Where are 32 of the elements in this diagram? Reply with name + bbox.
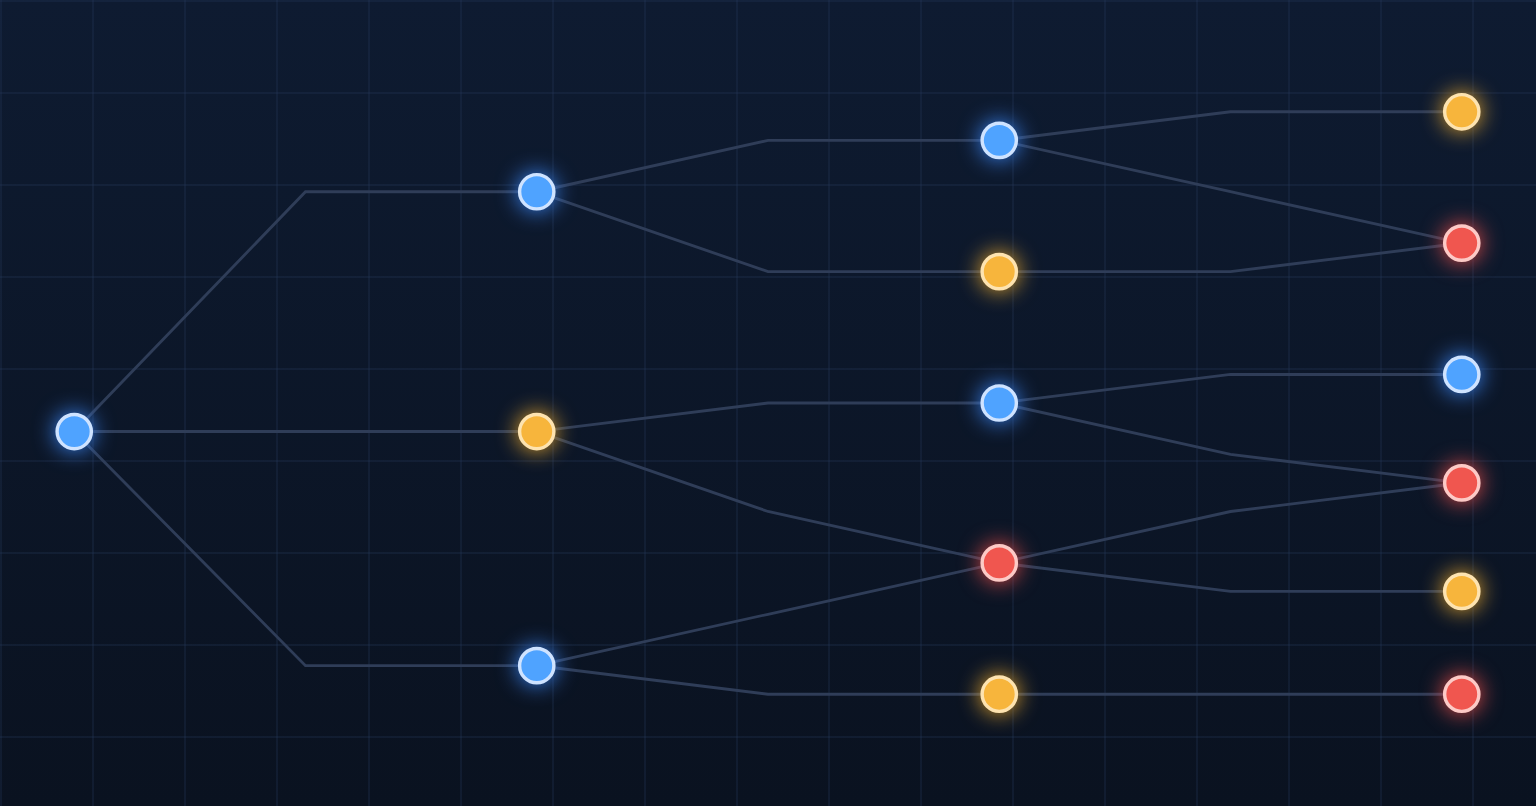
connector <box>85 190 520 421</box>
connector <box>1016 563 1445 593</box>
node-circle <box>980 121 1019 160</box>
node-circle <box>980 384 1019 422</box>
connector <box>91 430 520 433</box>
node-circle <box>1442 355 1481 394</box>
connector <box>1015 405 1445 483</box>
connector <box>1016 110 1445 140</box>
node-circle <box>1442 92 1481 131</box>
node-circle <box>1442 675 1481 714</box>
node-circle <box>980 252 1019 291</box>
node-circle <box>980 544 1019 582</box>
connector <box>1016 243 1445 274</box>
node-circle <box>517 646 556 685</box>
connector <box>552 435 983 561</box>
connector <box>553 666 983 696</box>
node-circle <box>55 412 94 451</box>
node-circle <box>1442 224 1481 262</box>
connector <box>553 138 983 190</box>
node-circle <box>1442 572 1481 611</box>
connector <box>1016 692 1445 696</box>
connector <box>553 565 983 664</box>
connector <box>1015 142 1446 241</box>
connector <box>85 442 520 668</box>
connector <box>552 195 983 274</box>
connector <box>553 401 983 431</box>
node-circle <box>517 172 556 211</box>
node-circle <box>980 675 1019 714</box>
node-circle <box>1442 464 1481 502</box>
connector <box>1016 373 1445 403</box>
connector <box>1015 483 1445 561</box>
node-circle <box>517 412 556 451</box>
